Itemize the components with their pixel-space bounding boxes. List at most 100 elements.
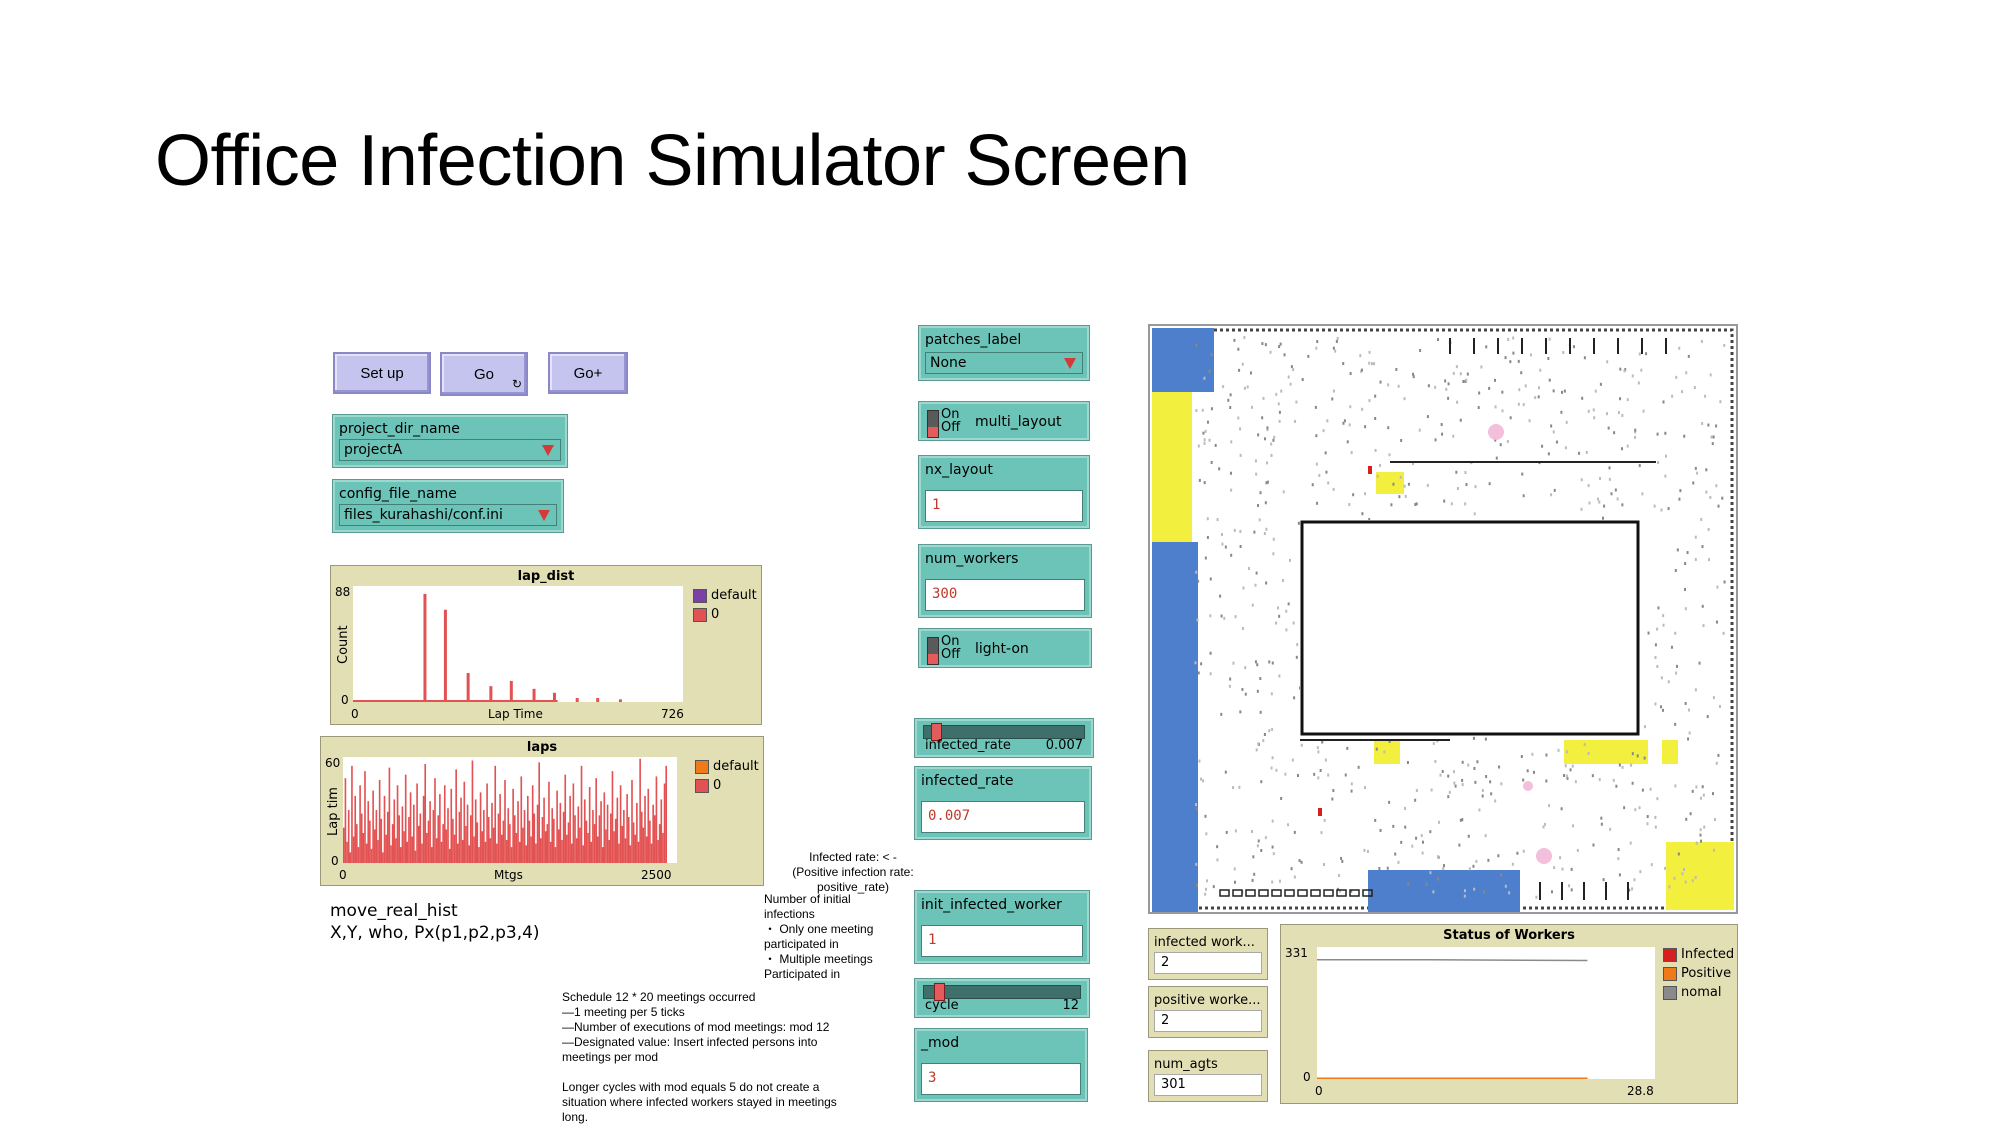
go-button[interactable]: Go↻ xyxy=(440,352,528,396)
worker-agent xyxy=(1571,764,1574,768)
lap-bar xyxy=(360,813,363,863)
worker-agent xyxy=(1572,824,1575,828)
worker-agent xyxy=(1223,616,1226,620)
worker-agent xyxy=(1534,396,1537,400)
init-infected-worker-label: init_infected_worker xyxy=(921,897,1062,913)
worker-agent xyxy=(1640,368,1643,372)
worker-agent xyxy=(1647,631,1650,635)
worker-agent xyxy=(1234,615,1237,619)
worker-agent xyxy=(1397,860,1400,864)
num-workers-field[interactable]: 300 xyxy=(925,579,1085,611)
worker-agent xyxy=(1628,888,1631,892)
worker-agent xyxy=(1324,758,1327,762)
slider-track[interactable] xyxy=(923,985,1081,999)
worker-agent xyxy=(1566,776,1569,780)
lap-bar xyxy=(417,825,420,863)
patches-label-select[interactable]: None xyxy=(925,352,1083,374)
worker-agent xyxy=(1679,489,1682,493)
infected-rate-input[interactable]: infected_rate 0.007 xyxy=(914,766,1092,840)
lap-bar xyxy=(577,806,580,863)
mod-field[interactable]: 3 xyxy=(921,1063,1081,1095)
worker-agent xyxy=(1275,621,1278,625)
worker-agent xyxy=(1638,464,1641,468)
worker-agent xyxy=(1650,863,1653,867)
worker-agent xyxy=(1689,812,1692,816)
lap-bar xyxy=(575,838,578,863)
mod-input[interactable]: _mod 3 xyxy=(914,1028,1088,1102)
infected-rate-field[interactable]: 0.007 xyxy=(921,801,1085,833)
worker-agent xyxy=(1671,394,1674,398)
patches-label-chooser[interactable]: patches_label None xyxy=(918,325,1090,381)
lap-bar xyxy=(442,824,444,863)
lap-bar xyxy=(523,810,526,863)
switch-off-label: Off xyxy=(941,647,961,662)
init-infected-worker-input[interactable]: init_infected_worker 1 xyxy=(914,890,1090,964)
worker-agent xyxy=(1264,437,1267,441)
worker-agent xyxy=(1452,770,1455,774)
worker-agent xyxy=(1569,768,1572,772)
config-file-chooser[interactable]: config_file_name files_kurahashi/conf.in… xyxy=(332,479,564,533)
lap-bar xyxy=(461,840,464,863)
worker-agent xyxy=(1545,779,1548,783)
worker-agent xyxy=(1261,342,1264,346)
lap-bar xyxy=(414,850,417,863)
lap-bar xyxy=(538,762,541,863)
lap-bar xyxy=(343,827,345,863)
worker-agent xyxy=(1688,731,1691,735)
num-workers-input[interactable]: num_workers 300 xyxy=(918,544,1092,618)
lap-bar xyxy=(469,815,472,863)
nx-layout-input[interactable]: nx_layout 1 xyxy=(918,455,1090,529)
slider-track[interactable] xyxy=(923,725,1085,739)
slider-thumb[interactable] xyxy=(930,723,942,741)
worker-agent xyxy=(1662,623,1665,627)
worker-agent xyxy=(1224,770,1227,774)
lap-dist-legend: default 0 xyxy=(693,588,757,626)
lap-bar xyxy=(626,794,628,863)
worker-agent xyxy=(1278,419,1281,423)
worker-agent xyxy=(1265,481,1268,485)
worker-agent xyxy=(1599,382,1602,386)
worker-agent xyxy=(1508,891,1511,895)
lap-bar xyxy=(554,847,557,863)
worker-agent xyxy=(1495,456,1498,460)
world-view[interactable] xyxy=(1148,324,1738,914)
nx-layout-field[interactable]: 1 xyxy=(925,490,1083,522)
worker-agent xyxy=(1332,389,1335,393)
worker-agent xyxy=(1278,614,1281,618)
project-dir-select[interactable]: projectA xyxy=(339,439,561,461)
cycle-slider[interactable]: cycle 12 xyxy=(914,978,1090,1018)
lap-bar xyxy=(610,813,612,863)
central-room xyxy=(1300,520,1640,736)
init-infected-worker-field[interactable]: 1 xyxy=(921,925,1083,957)
lap-bar xyxy=(600,801,602,863)
worker-agent xyxy=(1626,444,1629,448)
worker-agent xyxy=(1473,887,1476,891)
worker-agent xyxy=(1285,609,1288,613)
desk xyxy=(1336,889,1347,897)
worker-agent xyxy=(1364,425,1367,429)
worker-agent xyxy=(1562,351,1565,355)
worker-agent xyxy=(1282,579,1285,583)
lap-bar xyxy=(548,781,550,863)
worker-agent xyxy=(1588,501,1591,505)
go-plus-button[interactable]: Go+ xyxy=(548,352,628,394)
worker-agent xyxy=(1701,604,1704,608)
worker-agent xyxy=(1699,796,1702,800)
worker-agent xyxy=(1271,819,1274,823)
num-agts-value: 301 xyxy=(1154,1074,1262,1096)
worker-agent xyxy=(1256,663,1259,667)
project-dir-chooser[interactable]: project_dir_name projectA xyxy=(332,414,568,468)
worker-agent xyxy=(1461,783,1464,787)
infected-rate-slider[interactable]: infected_rate 0.007 xyxy=(914,718,1094,758)
config-file-select[interactable]: files_kurahashi/conf.ini xyxy=(339,504,557,526)
slider-thumb[interactable] xyxy=(933,983,945,1001)
worker-agent xyxy=(1656,432,1659,436)
worker-agent xyxy=(1317,750,1320,754)
worker-agent xyxy=(1674,722,1677,726)
setup-button[interactable]: Set up xyxy=(333,352,431,394)
worker-agent xyxy=(1348,503,1351,507)
worker-agent xyxy=(1714,817,1717,821)
worker-agent xyxy=(1264,501,1267,505)
